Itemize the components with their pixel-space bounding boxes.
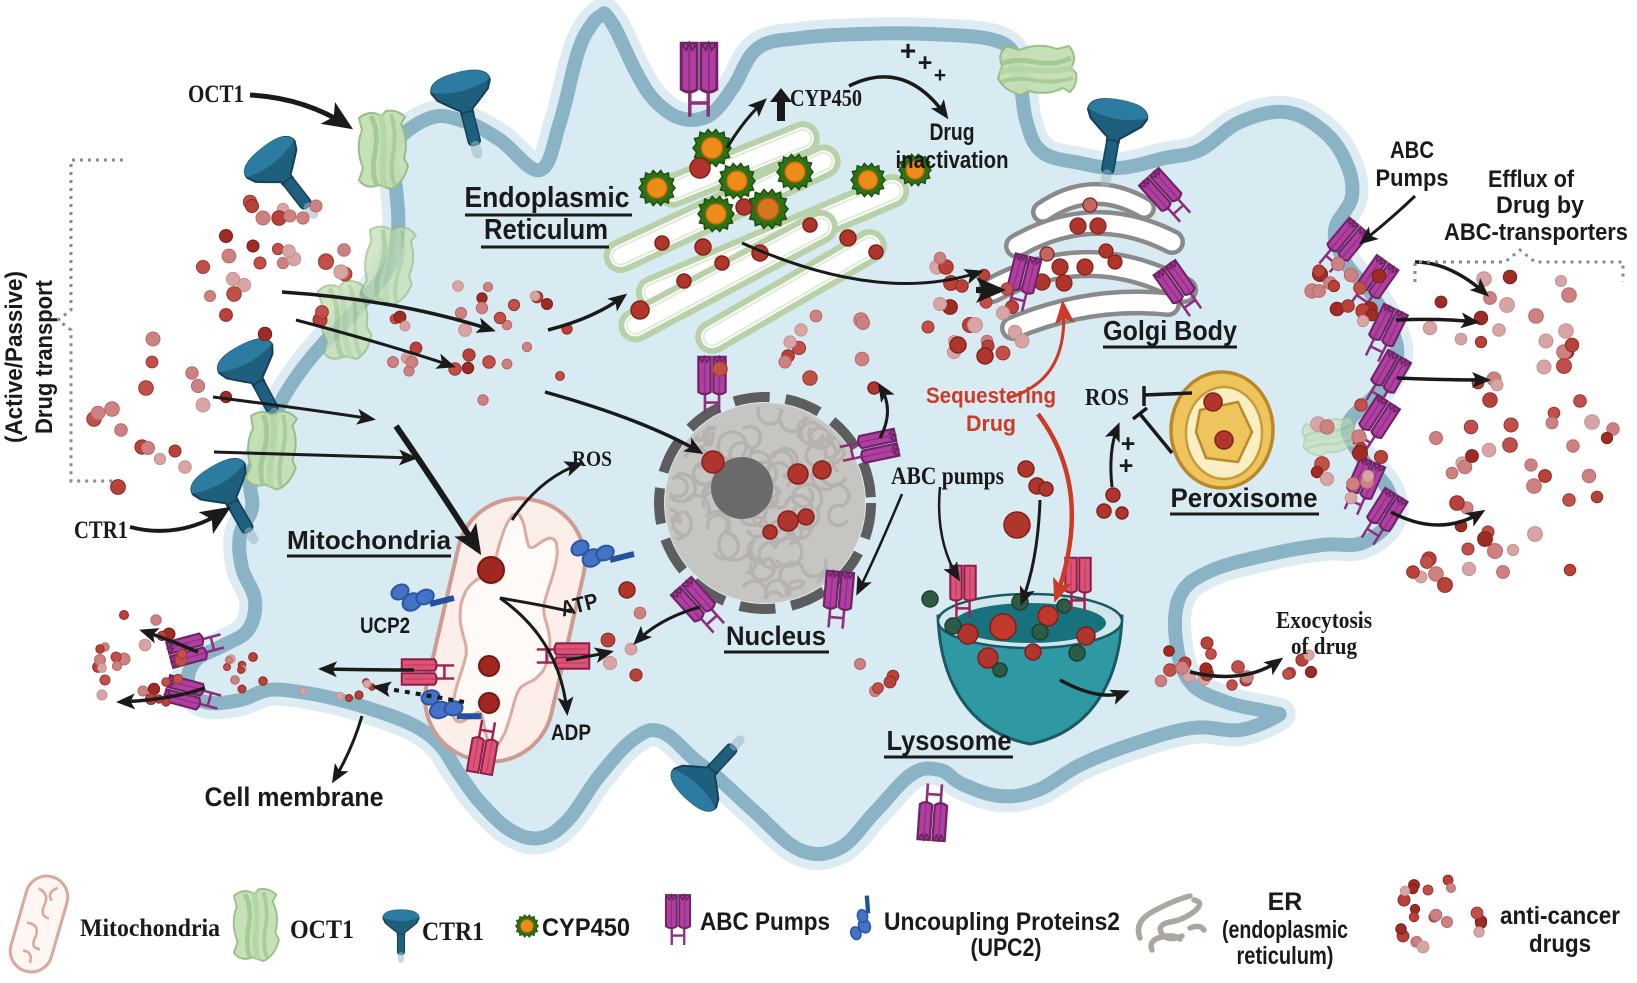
svg-text:Pumps: Pumps bbox=[1376, 165, 1449, 192]
svg-text:OCT1: OCT1 bbox=[290, 915, 354, 944]
svg-text:drugs: drugs bbox=[1529, 930, 1591, 958]
svg-text:Exocytosis: Exocytosis bbox=[1276, 608, 1372, 634]
svg-text:Golgi Body: Golgi Body bbox=[1103, 315, 1237, 346]
svg-text:Mitochondria: Mitochondria bbox=[287, 525, 452, 555]
svg-text:Mitochondria: Mitochondria bbox=[80, 915, 220, 942]
svg-text:Nucleus: Nucleus bbox=[726, 621, 826, 651]
svg-text:OCT1: OCT1 bbox=[188, 81, 244, 108]
svg-text:Endoplasmic: Endoplasmic bbox=[465, 182, 630, 214]
svg-text:+: + bbox=[1121, 430, 1136, 458]
svg-text:ROS: ROS bbox=[1085, 385, 1129, 411]
svg-text:anti-cancer: anti-cancer bbox=[1500, 902, 1620, 930]
svg-text:CTR1: CTR1 bbox=[422, 917, 484, 946]
svg-text:of drug: of drug bbox=[1291, 634, 1357, 660]
svg-text:+: + bbox=[918, 49, 933, 77]
svg-text:CYP450: CYP450 bbox=[790, 86, 862, 112]
svg-text:+: + bbox=[1119, 452, 1134, 480]
svg-text:Cell membrane: Cell membrane bbox=[205, 782, 384, 812]
svg-text:Peroxisome: Peroxisome bbox=[1171, 483, 1318, 513]
svg-text:(Active/Passive): (Active/Passive) bbox=[1, 271, 28, 443]
svg-text:CTR1: CTR1 bbox=[74, 517, 128, 544]
svg-text:Drug: Drug bbox=[966, 411, 1016, 436]
svg-text:Drug transport: Drug transport bbox=[31, 280, 58, 434]
svg-text:(endoplasmic: (endoplasmic bbox=[1222, 916, 1348, 944]
svg-text:ABC: ABC bbox=[1390, 137, 1434, 164]
svg-text:ADP: ADP bbox=[551, 720, 591, 745]
svg-text:(UPC2): (UPC2) bbox=[971, 934, 1042, 962]
svg-text:ER: ER bbox=[1268, 888, 1303, 916]
svg-text:UCP2: UCP2 bbox=[360, 613, 410, 638]
svg-text:Lysosome: Lysosome bbox=[887, 725, 1012, 756]
svg-text:Drug by: Drug by bbox=[1496, 192, 1585, 219]
svg-text:Drug: Drug bbox=[930, 119, 975, 146]
svg-text:ABC Pumps: ABC Pumps bbox=[700, 908, 830, 936]
svg-text:ABC pumps: ABC pumps bbox=[891, 463, 1004, 490]
svg-text:+: + bbox=[934, 64, 946, 87]
svg-text:+: + bbox=[900, 35, 916, 66]
svg-text:ROS: ROS bbox=[572, 446, 612, 471]
svg-text:Uncoupling Proteins2: Uncoupling Proteins2 bbox=[884, 908, 1120, 936]
svg-text:Efflux of: Efflux of bbox=[1488, 166, 1575, 193]
svg-text:CYP450: CYP450 bbox=[542, 914, 630, 942]
svg-text:reticulum): reticulum) bbox=[1237, 942, 1334, 970]
svg-text:Reticulum: Reticulum bbox=[484, 214, 608, 246]
svg-text:Sequestering: Sequestering bbox=[926, 383, 1056, 408]
svg-text:ABC-transporters: ABC-transporters bbox=[1444, 219, 1628, 246]
svg-text:inactivation: inactivation bbox=[896, 147, 1009, 174]
